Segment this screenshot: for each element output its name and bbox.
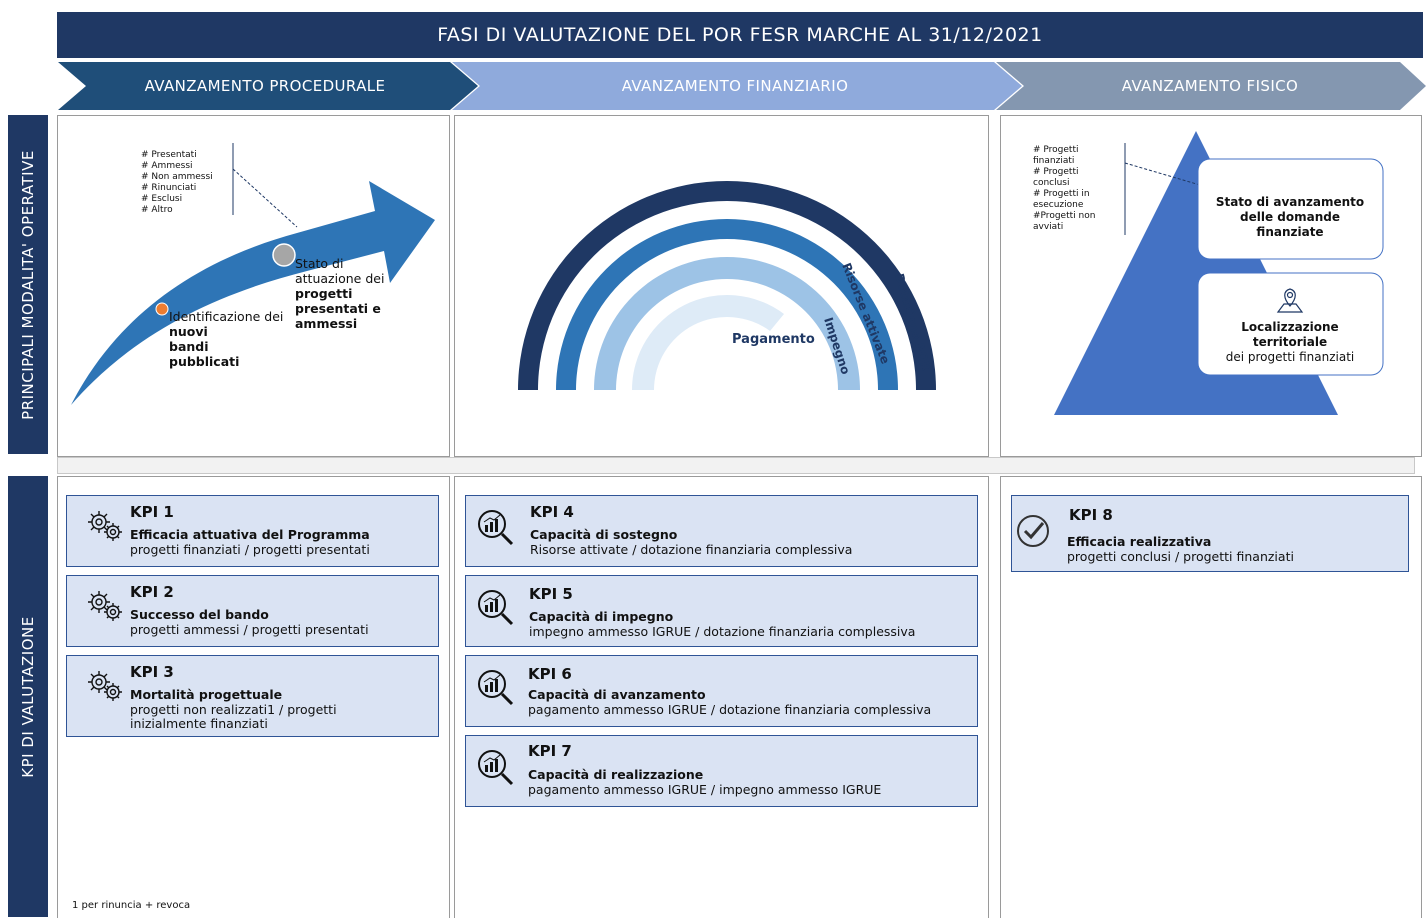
fisico-pyramid xyxy=(1054,131,1384,415)
kpi-formula: pagamento ammesso IGRUE / dotazione fina… xyxy=(528,702,932,717)
kpi-formula: pagamento ammesso IGRUE / impegno ammess… xyxy=(528,782,882,797)
list-item: esecuzione xyxy=(1033,200,1084,210)
kpi-title: KPI 4 xyxy=(530,503,574,521)
fisico-box-localizzazione-label: Localizzazione territoriale dei progetti… xyxy=(1203,320,1377,365)
kpi-title: KPI 5 xyxy=(529,585,573,603)
phase-label-procedurale: AVANZAMENTO PROCEDURALE xyxy=(144,77,386,95)
arc-dotazione-por xyxy=(518,181,936,390)
fisico-list: # Progetti finanziati # Progetti conclus… xyxy=(1033,145,1113,233)
phase-label-finanziario: AVANZAMENTO FINANZIARIO xyxy=(621,77,849,95)
page-title-text: FASI DI VALUTAZIONE DEL POR FESR MARCHE … xyxy=(437,24,1043,46)
localizzazione-subtitle: dei progetti finanziati xyxy=(1225,350,1355,364)
phase-arrow-fisico xyxy=(996,62,1426,110)
gears-icon xyxy=(88,671,122,701)
list-item: # Altro xyxy=(141,205,173,215)
gears-icon xyxy=(88,511,122,541)
milestone-dot-grey xyxy=(272,243,296,267)
milestone-label-stato: Stato di attuazione dei progetti present… xyxy=(295,256,385,331)
arc-label-pagamento: Pagamento xyxy=(732,332,815,347)
kpi-title: KPI 7 xyxy=(528,742,572,760)
procedurale-list: # Presentati # Ammessi # Non ammessi # R… xyxy=(141,150,231,216)
list-item: # Rinunciati xyxy=(141,183,197,193)
list-item: # Progetti xyxy=(1033,145,1079,155)
list-item: avviati xyxy=(1033,222,1064,232)
page-title: FASI DI VALUTAZIONE DEL POR FESR MARCHE … xyxy=(57,12,1423,58)
side-bar-kpi: KPI DI VALUTAZIONE xyxy=(8,476,48,917)
kpi-card-6: KPI 6 Capacità di avanzamento pagamento … xyxy=(465,655,978,727)
separator-strip xyxy=(57,457,1415,474)
kpi-formula: progetti finanziati / progetti presentat… xyxy=(130,542,370,557)
side-bar-operative: PRINCIPALI MODALITA' OPERATIVE xyxy=(8,115,48,454)
magnifier-chart-icon xyxy=(478,590,514,626)
list-item: finanziati xyxy=(1033,156,1075,166)
kpi-card-4: KPI 4 Capacità di sostegno Risorse attiv… xyxy=(465,495,978,567)
kpi-title: KPI 8 xyxy=(1069,506,1113,524)
kpi-name: Efficacia attuativa del Programma xyxy=(130,527,370,542)
fisico-box-localizzazione xyxy=(1197,272,1384,376)
phase-label-fisico: AVANZAMENTO FISICO xyxy=(1121,77,1299,95)
kpi-formula: impegno ammesso IGRUE / dotazione finanz… xyxy=(529,624,916,639)
kpi-title: KPI 2 xyxy=(130,583,174,601)
milestone-label-bold: progetti presentati e ammessi xyxy=(295,286,381,331)
milestone-label-bandi: Identificazione dei nuovi bandi pubblica… xyxy=(169,309,289,369)
kpi-name: Capacità di impegno xyxy=(529,609,674,624)
dashed-leader-procedurale xyxy=(232,168,298,228)
list-item: # Non ammessi xyxy=(141,172,213,182)
kpi-name: Capacità di avanzamento xyxy=(528,687,706,702)
list-item: # Progetti in xyxy=(1033,189,1090,199)
milestone-label-bold: nuovi bandi pubblicati xyxy=(169,324,240,369)
milestone-label-text: Identificazione dei xyxy=(169,309,284,324)
phase-arrow-procedurale xyxy=(58,62,478,110)
kpi-title: KPI 3 xyxy=(130,663,174,681)
kpi-card-8: KPI 8 Efficacia realizzativa progetti co… xyxy=(1011,495,1409,572)
growth-arrow xyxy=(71,181,435,405)
list-item: # Ammessi xyxy=(141,161,193,171)
kpi-formula: progetti ammessi / progetti presentati xyxy=(130,622,369,637)
kpi-title: KPI 6 xyxy=(528,665,572,683)
kpi-formula: progetti non realizzati1 / progetti iniz… xyxy=(130,702,337,731)
gears-icon xyxy=(88,591,122,621)
list-item: #Progetti non xyxy=(1033,211,1096,221)
list-item: conclusi xyxy=(1033,178,1070,188)
list-item: # Progetti xyxy=(1033,167,1079,177)
arc-label-dotazione: Dotazione POR xyxy=(892,272,933,372)
magnifier-chart-icon xyxy=(478,670,514,706)
arc-risorse-attivate xyxy=(556,219,898,390)
kpi-name: Capacità di sostegno xyxy=(530,527,678,542)
kpi-card-1: KPI 1 Efficacia attuativa del Programma … xyxy=(66,495,439,567)
fisico-box-stato-label: Stato di avanzamento delle domande finan… xyxy=(1215,195,1365,239)
kpi-name: Mortalità progettuale xyxy=(130,687,283,702)
map-pin-icon xyxy=(1276,288,1304,313)
footnote: 1 per rinuncia + revoca xyxy=(72,900,191,911)
fisico-box-stato xyxy=(1197,158,1384,260)
milestone-label-text: Stato di xyxy=(295,256,344,271)
milestone-dot-orange xyxy=(155,302,169,316)
magnifier-chart-icon xyxy=(478,750,514,786)
milestone-label-text: attuazione dei xyxy=(295,271,385,286)
list-item: # Presentati xyxy=(141,150,197,160)
kpi-card-3: KPI 3 Mortalità progettuale progetti non… xyxy=(66,655,439,737)
kpi-formula: progetti conclusi / progetti finanziati xyxy=(1067,549,1294,564)
checkmark-circle-icon xyxy=(1017,515,1049,547)
kpi-card-7: KPI 7 Capacità di realizzazione pagament… xyxy=(465,735,978,807)
localizzazione-title: Localizzazione territoriale xyxy=(1241,320,1339,349)
dashed-leader-fisico xyxy=(1124,162,1201,186)
kpi-card-5: KPI 5 Capacità di impegno impegno ammess… xyxy=(465,575,978,647)
arc-pagamento xyxy=(632,295,784,390)
kpi-name: Efficacia realizzativa xyxy=(1067,534,1212,549)
kpi-name: Capacità di realizzazione xyxy=(528,767,704,782)
kpi-card-2: KPI 2 Successo del bando progetti ammess… xyxy=(66,575,439,647)
list-item: # Esclusi xyxy=(141,194,183,204)
phase-arrow-finanziario xyxy=(452,62,1022,110)
arc-impegno xyxy=(594,257,860,390)
magnifier-chart-icon xyxy=(478,510,514,546)
procedurale-arrow-graphic xyxy=(71,143,435,405)
kpi-name: Successo del bando xyxy=(130,607,269,622)
kpi-title: KPI 1 xyxy=(130,503,174,521)
finanziario-arcs: Dotazione POR Risorse attivate Impegno P… xyxy=(518,181,936,390)
kpi-formula: Risorse attivate / dotazione finanziaria… xyxy=(530,542,853,557)
